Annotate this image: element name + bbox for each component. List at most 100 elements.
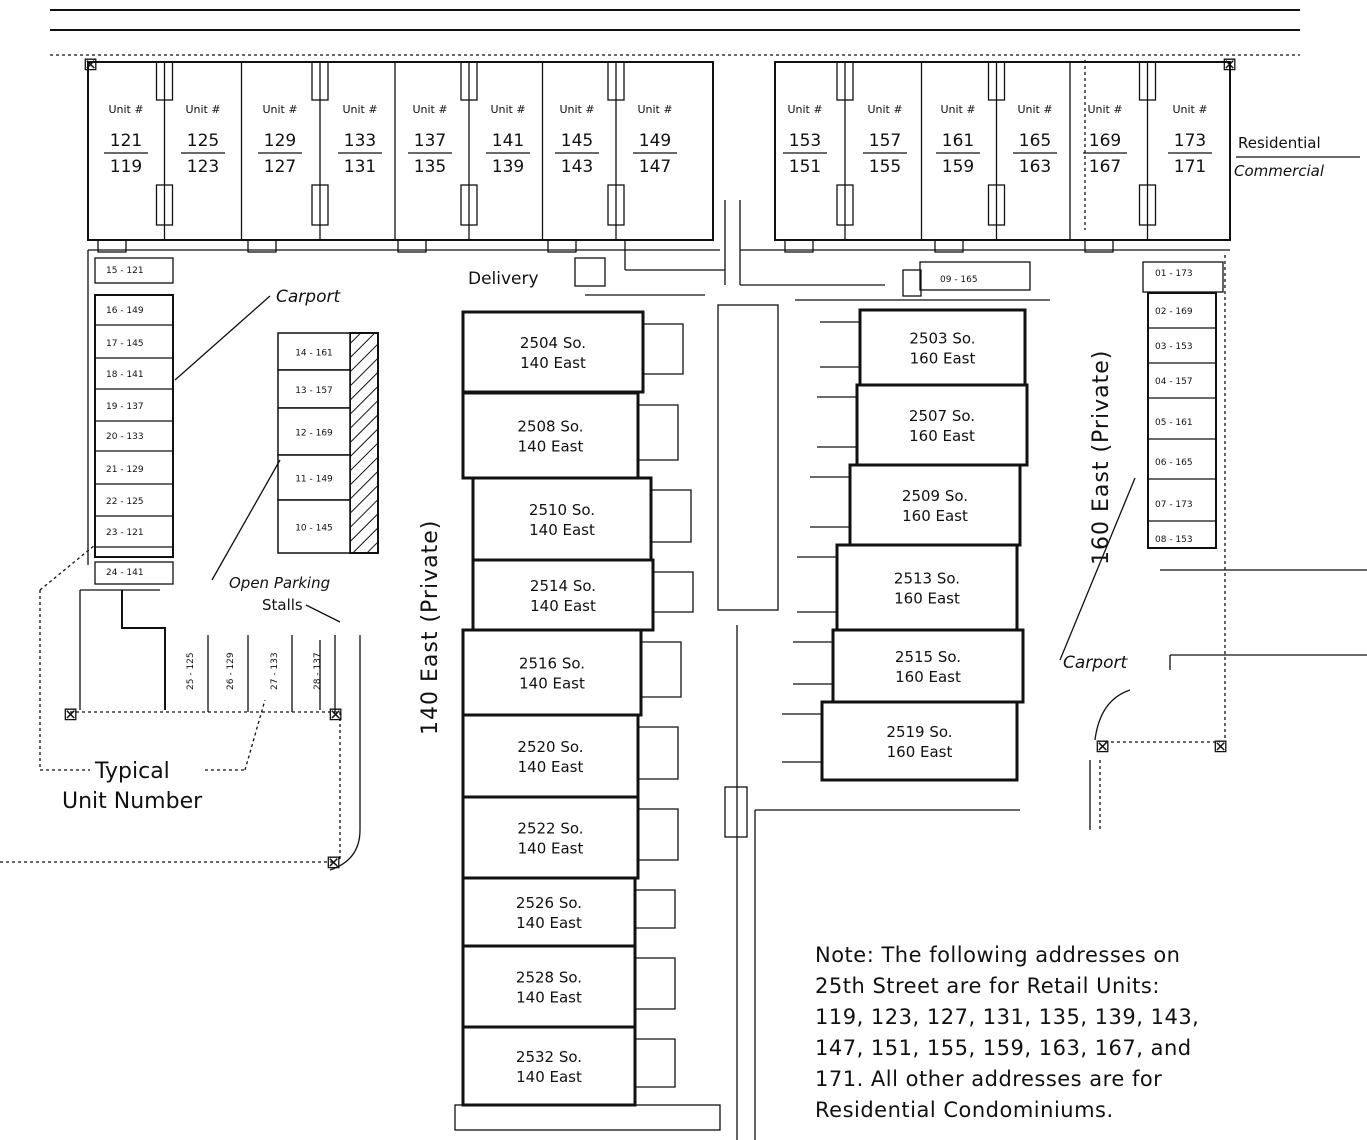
survey-markers: ⊠ ⊠ ⊠ ⊠ ⊠ ⊠ ⊠ <box>63 54 1237 873</box>
carport-stall-label: 24 - 141 <box>106 568 144 578</box>
delivery-box <box>574 257 606 287</box>
unit-entry-top <box>1138 61 1157 101</box>
building-outline <box>855 383 1029 467</box>
unit-block-left <box>87 61 714 241</box>
building-annex <box>820 321 861 368</box>
east-carport-stall-label: 04 - 157 <box>1155 377 1193 387</box>
building: 2503 So.160 East <box>820 308 1027 387</box>
svg-text:⊠: ⊠ <box>63 704 78 725</box>
unit-step <box>97 239 127 253</box>
unit-cell-label: Unit # <box>1017 103 1052 116</box>
building-outline <box>831 628 1025 704</box>
building-address-line2: 160 East <box>895 668 961 686</box>
bottom-stall-label: 27 - 133 <box>270 652 280 690</box>
building-annex <box>635 957 676 1010</box>
east-carport-stall-label: 08 - 153 <box>1155 535 1193 545</box>
building-address-line2: 140 East <box>519 675 585 693</box>
unit-number-top: 161 <box>942 131 974 151</box>
unit-cell-label: Unit # <box>1087 103 1122 116</box>
building-annex <box>782 713 823 763</box>
unit-cell-label: Unit # <box>787 103 822 116</box>
building: 2522 So. 140 East <box>461 795 679 880</box>
building-annex <box>641 641 682 698</box>
unit-entry-top <box>311 61 329 101</box>
note-line: 147, 151, 155, 159, 163, 167, and <box>815 1036 1192 1060</box>
svg-text:⊠: ⊠ <box>1222 54 1237 75</box>
middle-stall-label: 09 - 165 <box>940 275 978 285</box>
unit-number-bottom: 147 <box>639 157 671 177</box>
east-carport-stall-label: 03 - 153 <box>1155 342 1193 352</box>
note-line: 119, 123, 127, 131, 135, 139, 143, <box>815 1005 1200 1029</box>
unit-number-top: 145 <box>561 131 593 151</box>
note-line: Note: The following addresses on <box>815 943 1181 967</box>
unit-step <box>934 239 964 253</box>
unit-entry-top <box>460 61 478 101</box>
unit-cell-label: Unit # <box>108 103 143 116</box>
building-outline <box>835 543 1019 632</box>
unit-entry-bottom <box>1138 184 1157 226</box>
building-outline <box>461 713 640 799</box>
unit-cell-label: Unit # <box>559 103 594 116</box>
unit-step <box>247 239 277 253</box>
unit-number-bottom: 143 <box>561 157 593 177</box>
building-address-line1: 2514 So. <box>530 577 596 595</box>
unit-number-top: 169 <box>1089 131 1121 151</box>
east-buildings: 2503 So.160 East 2507 So. 160 East 2509 So.… <box>782 308 1029 782</box>
carport-stall-label: 17 - 145 <box>106 339 144 349</box>
unit-number-bottom: 131 <box>344 157 376 177</box>
unit-entry-bottom <box>987 184 1006 226</box>
open-parking-label-1: Open Parking <box>229 574 330 592</box>
legend-residential: Residential <box>1238 134 1321 152</box>
unit-number-bottom: 171 <box>1174 157 1206 177</box>
open-stall <box>277 369 351 409</box>
building: 2509 So.160 East <box>810 463 1022 547</box>
typical-label-2: Unit Number <box>62 789 203 814</box>
building-address-line2: 140 East <box>518 840 584 858</box>
bottom-stall-label: 28 - 137 <box>313 652 323 690</box>
unit-number-bottom: 151 <box>789 157 821 177</box>
note-line: Residential Condominiums. <box>815 1098 1114 1122</box>
open-stall-label: 12 - 169 <box>295 429 333 439</box>
street-25th-lines <box>50 9 1300 56</box>
building-address-line1: 2522 So. <box>517 820 583 838</box>
unit-entry-bottom <box>311 184 329 226</box>
building-address-line1: 2528 So. <box>516 969 582 987</box>
typical-unit-callout: Typical Unit Number <box>39 544 266 814</box>
carport-right-label: Carport <box>1063 653 1128 673</box>
carport-stall-box <box>94 257 174 284</box>
building-annex <box>793 641 834 685</box>
building-outline <box>820 700 1019 782</box>
building: 2508 So.140 East <box>461 391 679 480</box>
building-outline <box>461 310 645 394</box>
svg-text:⊠: ⊠ <box>1095 736 1110 757</box>
building: 2519 So.160 East <box>782 700 1019 782</box>
building-address-line1: 2516 So. <box>519 655 585 673</box>
building-address-line2: 140 East <box>516 989 582 1007</box>
carport-stall-label: 16 - 149 <box>106 306 144 316</box>
open-stall-label: 14 - 161 <box>295 349 333 359</box>
carport-left-callout: Carport <box>174 287 341 381</box>
building-annex <box>817 396 858 448</box>
building-address-line2: 140 East <box>530 597 596 615</box>
unit-number-bottom: 155 <box>869 157 901 177</box>
carport-stall-label: 19 - 137 <box>106 402 144 412</box>
unit-cell-label: Unit # <box>637 103 672 116</box>
building-address-line1: 2507 So. <box>909 407 975 425</box>
unit-cell-label: Unit # <box>1172 103 1207 116</box>
building-annex <box>635 889 676 929</box>
building-address-line1: 2532 So. <box>516 1048 582 1066</box>
building: 2515 So.160 East <box>793 628 1025 704</box>
building-address-line1: 2510 So. <box>529 501 595 519</box>
unit-entry-top <box>607 61 625 101</box>
open-stall-label: 10 - 145 <box>295 524 333 534</box>
note-line: 25th Street are for Retail Units: <box>815 974 1160 998</box>
building-address-line1: 2519 So. <box>886 723 952 741</box>
